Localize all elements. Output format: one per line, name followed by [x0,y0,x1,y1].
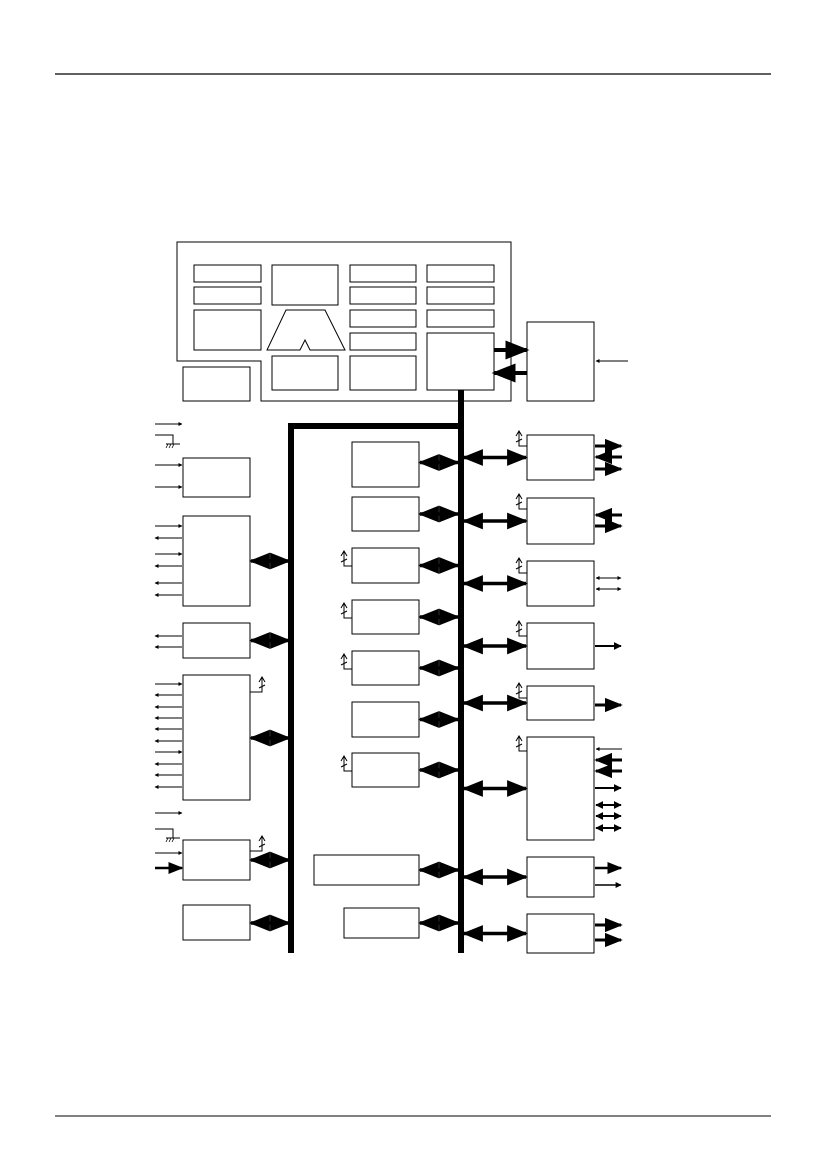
block [351,701,420,738]
clock-wire [250,678,263,693]
block [426,309,495,328]
block [526,685,595,721]
block [526,560,595,607]
clock-icon [258,835,266,842]
block [526,497,595,545]
clock-icon [515,735,523,742]
clock-icon [258,843,266,848]
block [271,355,339,391]
clock-wire [518,684,527,699]
block [182,515,251,607]
peripheral-bus [288,423,461,953]
block [426,332,495,391]
block [193,264,262,283]
block [426,264,495,283]
block [351,441,420,488]
block [349,309,417,328]
clock-icon [340,610,348,615]
clock-wire [343,604,352,619]
clock-icon [258,676,266,683]
ground-icon [165,443,169,449]
block [349,286,417,305]
clock-icon [258,684,266,689]
core-container [176,241,512,402]
block [349,355,417,391]
block [182,674,251,801]
ground-icon [168,837,172,843]
block [343,907,420,939]
clock-icon [340,558,348,563]
clock-wire [343,757,352,772]
clock-icon [340,661,348,666]
block [526,856,595,898]
clock-icon [340,602,348,609]
clock-wire [518,737,527,752]
block [526,913,595,954]
clock-icon [340,755,348,762]
block [349,264,417,283]
clock-wire [518,495,527,510]
block [182,622,251,659]
block [182,457,251,498]
ground-icon [168,443,172,449]
clock-wire [343,552,352,567]
block [351,547,420,584]
block [349,332,417,351]
clock-icon [515,493,523,500]
block [351,496,420,532]
clock-icon [340,763,348,768]
buses [288,390,464,953]
clock-icon [515,743,523,748]
clock-icon [515,628,523,633]
clock-icon [340,550,348,557]
block [271,264,339,306]
clock-icon [515,438,523,443]
clock-wire [250,837,263,852]
block [526,622,595,670]
block [182,839,251,881]
clock-icon [515,565,523,570]
block [313,854,420,886]
alu-trapezoid [266,309,346,351]
ground-icon [171,443,175,449]
block [351,650,420,686]
block [526,736,595,841]
clock-icon [340,653,348,660]
clock-icon [515,557,523,564]
clock-icon [515,690,523,695]
clock-wire [343,655,352,670]
clock-wire [518,622,527,637]
block [526,434,595,481]
ground-icon [171,837,175,843]
block [193,309,262,351]
clock-wire [518,559,527,574]
clock-icon [515,430,523,437]
clock-icon [515,682,523,689]
signal-arrows [154,340,628,948]
ground-wire [155,828,174,838]
clock-icon [515,620,523,627]
ground-icon [165,837,169,843]
blocks [182,264,595,954]
block [182,904,251,941]
block [193,286,262,305]
block [426,286,495,305]
block [182,366,251,402]
ground-wire [155,434,174,444]
block [351,599,420,635]
clock-icon [515,501,523,506]
clock-wire [518,432,527,447]
block [526,321,595,402]
block [351,752,420,788]
